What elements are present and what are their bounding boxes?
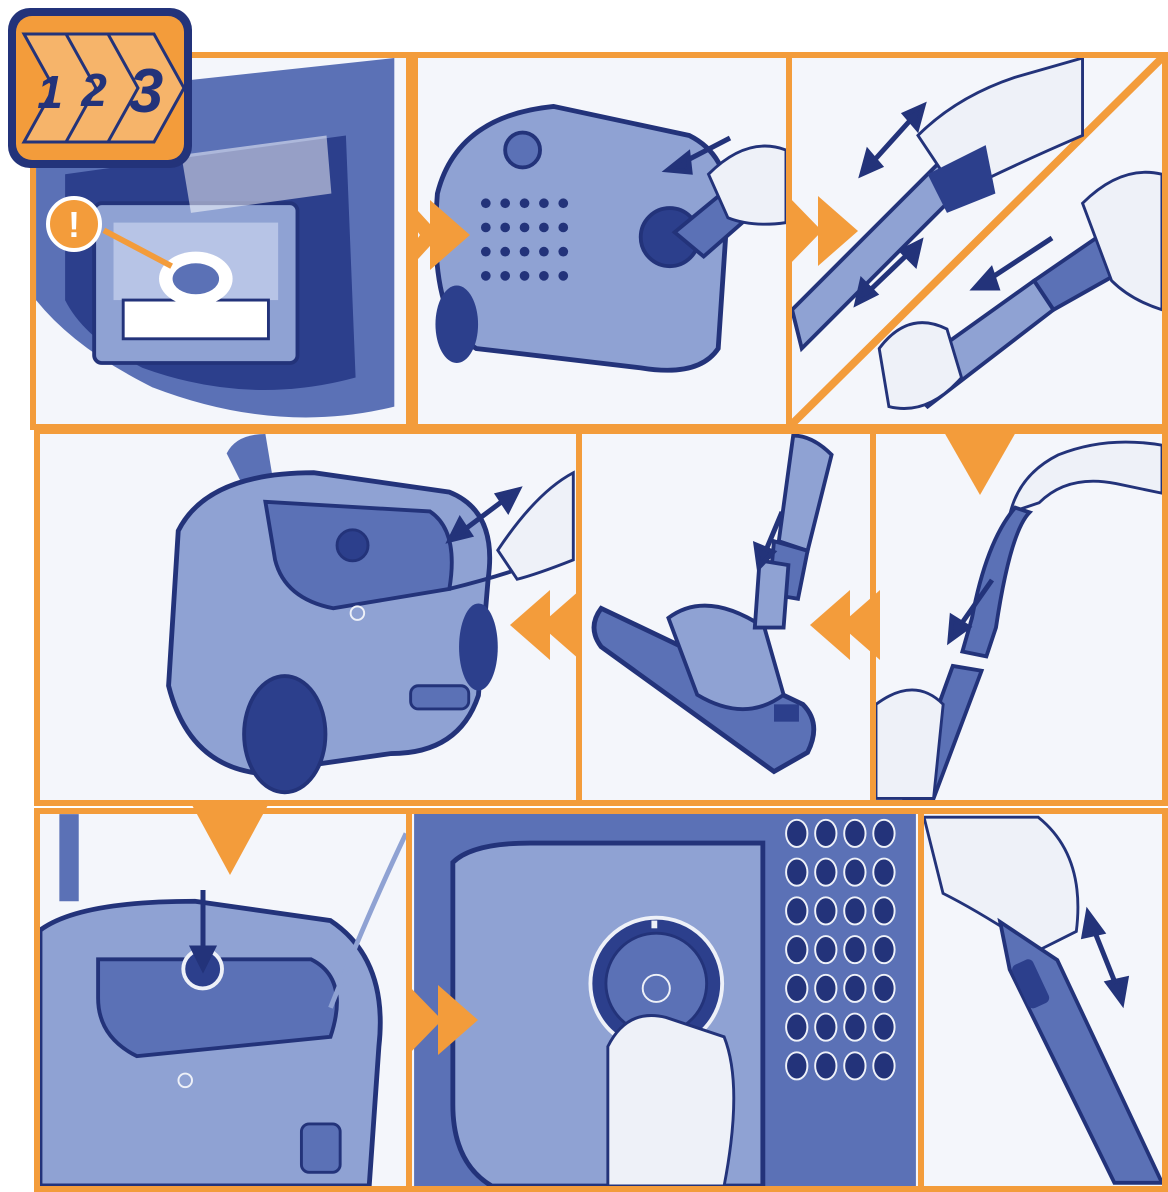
step-3-label: 3	[129, 57, 163, 126]
warning-symbol: !	[68, 204, 80, 245]
down-arrow-icon	[192, 805, 268, 875]
left-arrow-icon	[510, 590, 550, 660]
step-2-label: 2	[80, 64, 107, 116]
right-arrow-icon	[438, 985, 478, 1055]
step-1-label: 1	[37, 66, 63, 118]
right-arrow-icon	[788, 196, 822, 266]
warning-icon: !	[44, 194, 104, 254]
right-arrow-icon	[430, 200, 470, 270]
left-arrow-icon	[810, 590, 850, 660]
warning-marker: !	[44, 194, 104, 254]
right-arrow-icon	[408, 985, 442, 1055]
steps-badge-icon: 1 2 3	[4, 4, 196, 172]
down-arrow-icon	[940, 425, 1020, 495]
right-arrow-icon	[818, 196, 858, 266]
steps-badge: 1 2 3	[4, 4, 196, 172]
